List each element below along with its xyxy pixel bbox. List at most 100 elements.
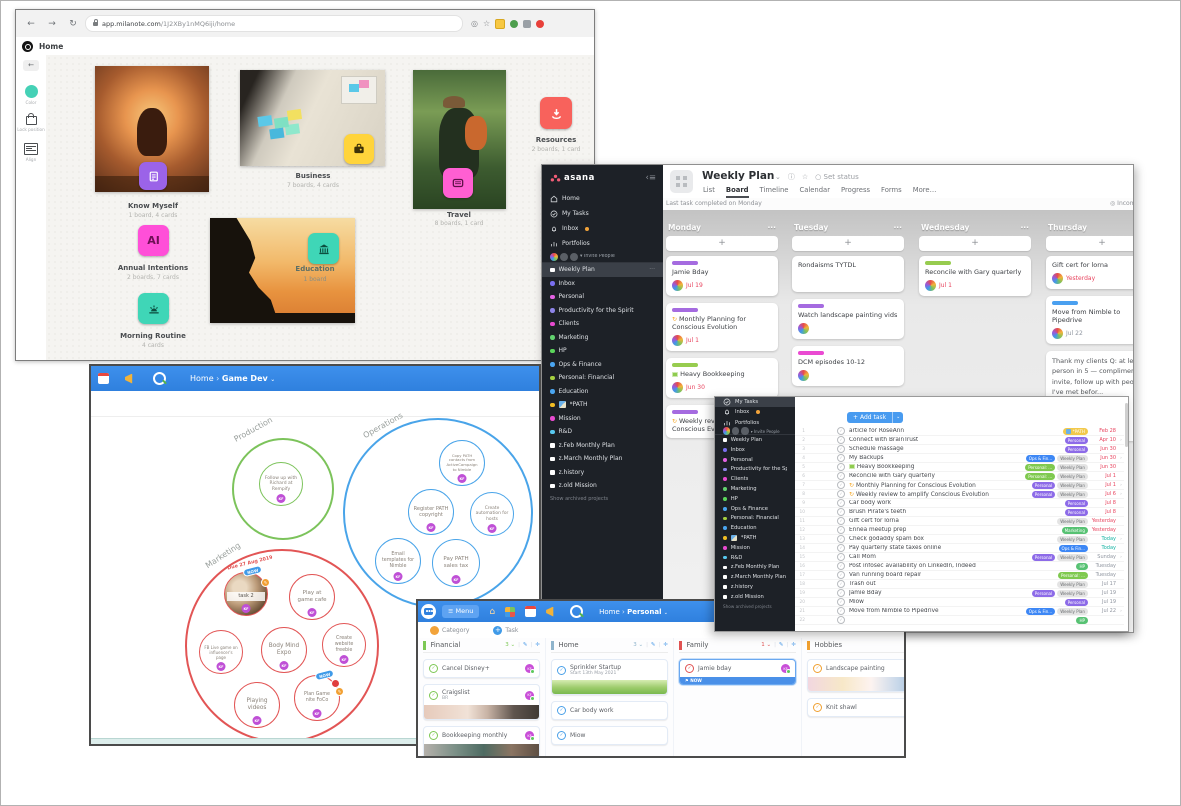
board-card[interactable]: DCM episodes 10-12 <box>792 346 904 386</box>
project-tag[interactable]: Weekly Plan <box>1057 589 1088 597</box>
sidebar-project-education[interactable]: Education <box>542 385 663 399</box>
sidebar-project-personal-financial[interactable]: Personal: Financial <box>542 371 663 385</box>
add-card-button[interactable]: + <box>666 236 778 251</box>
project-tag[interactable]: Personal <box>1064 499 1088 507</box>
project-tag[interactable]: Personal <box>1064 598 1088 606</box>
task-card[interactable]: ✓Landscape painting <box>807 659 904 692</box>
project-tag[interactable]: Personal <box>1031 481 1056 489</box>
task-card[interactable]: ✓Knit shawl <box>807 698 904 717</box>
project-tag[interactable]: Ops & Fin... <box>1025 607 1056 615</box>
task-check-icon[interactable]: ✓ <box>837 472 845 480</box>
column-more-icon[interactable]: ··· <box>1020 222 1029 232</box>
category-button[interactable]: Category <box>442 626 470 634</box>
sidebar-project-education[interactable]: Education <box>715 523 795 533</box>
photos-icon[interactable] <box>505 606 516 617</box>
project-tag[interactable]: Personal <box>1031 490 1056 498</box>
check-icon[interactable]: ✓ <box>557 731 566 740</box>
mindmap-canvas[interactable]: Production Follow up with Richard at Rem… <box>91 391 539 743</box>
home-icon[interactable]: ⌂ <box>489 606 496 617</box>
task-row[interactable]: 8✓↻ Weekly review to amplify Conscious E… <box>795 490 1124 499</box>
task-button[interactable]: Task <box>505 626 519 634</box>
resources-board[interactable] <box>540 97 572 129</box>
evernote-extension-icon[interactable] <box>510 19 519 28</box>
sidebar-project-personal-financial[interactable]: Personal: Financial <box>715 514 795 524</box>
check-icon[interactable]: ✓ <box>813 664 822 673</box>
task-check-icon[interactable]: ✓ <box>837 616 845 624</box>
project-tag[interactable]: Personal <box>1031 589 1056 597</box>
project-tag[interactable]: Marketing <box>1061 526 1088 534</box>
sidebar-nav-my-tasks[interactable]: My Tasks <box>542 206 663 221</box>
project-tag[interactable]: Personal <box>1064 445 1088 453</box>
task-check-icon[interactable]: ✓ <box>837 526 845 534</box>
sidebar-nav-inbox[interactable]: Inbox <box>542 221 663 236</box>
task-check-icon[interactable]: ✓ <box>837 517 845 525</box>
sidebar-project-inbox[interactable]: Inbox <box>715 445 795 455</box>
node-copy-path-contacts[interactable]: Copy PATH contacts from ActiveCampaign t… <box>439 440 485 486</box>
project-tag[interactable]: *PATH <box>1062 427 1088 435</box>
task-check-icon[interactable]: ✓ <box>837 463 845 471</box>
show-archived-projects[interactable]: Show archived projects <box>723 604 772 610</box>
task-card[interactable]: ✓Miow <box>551 726 668 745</box>
sidebar-project-mission[interactable]: Mission <box>542 412 663 426</box>
check-icon[interactable]: ✓ <box>685 664 694 673</box>
project-tag[interactable]: Weekly Plan <box>1057 472 1088 480</box>
edit-column-icon[interactable]: ✎ <box>522 642 528 648</box>
project-tag[interactable]: HP <box>1076 562 1088 570</box>
education-image[interactable]: Education 1 board <box>210 218 355 323</box>
sidebar-project-r-d[interactable]: R&D <box>542 425 663 439</box>
address-bar[interactable]: app.milanote.com/1J2XBy1nMQ6iji/home <box>85 15 463 32</box>
project-tag[interactable]: Personal <box>1031 553 1056 561</box>
board-card[interactable]: Watch landscape painting vids <box>792 299 904 339</box>
task-row[interactable]: 22✓HP <box>795 616 1124 625</box>
tab-timeline[interactable]: Timeline <box>759 186 789 194</box>
task-card[interactable]: ✓Cancel Disney+KF <box>423 659 540 678</box>
project-tag[interactable]: Ops & Fin... <box>1025 454 1056 462</box>
sidebar-project-clients[interactable]: Clients <box>542 317 663 331</box>
move-column-icon[interactable]: ✛ <box>791 642 796 648</box>
project-tag[interactable]: Personal: ... <box>1058 571 1088 579</box>
horizontal-scrollbar[interactable] <box>91 738 539 744</box>
business-board[interactable] <box>344 134 374 164</box>
sidebar-project-clients[interactable]: Clients <box>715 474 795 484</box>
add-card-button[interactable]: + <box>919 236 1031 251</box>
app-logo[interactable] <box>421 604 436 619</box>
task-check-icon[interactable]: ✓ <box>837 580 845 588</box>
tab-progress[interactable]: Progress <box>841 186 871 194</box>
sidebar-project-personal[interactable]: Personal <box>542 290 663 304</box>
sidebar-project-hp[interactable]: HP <box>542 344 663 358</box>
task-check-icon[interactable]: ✓ <box>837 499 845 507</box>
project-tag[interactable]: Weekly Plan <box>1057 553 1088 561</box>
sidebar-project-mission[interactable]: Mission <box>715 543 795 553</box>
sidebar-project-productivity-for-the-spirit[interactable]: Productivity for the Spirit <box>715 465 795 475</box>
canvas-back-button[interactable]: ← <box>23 60 39 71</box>
add-task-button[interactable]: + Add task ⌄ <box>847 412 904 423</box>
sidebar-project-marketing[interactable]: Marketing <box>542 331 663 345</box>
color-tool[interactable]: Color <box>16 85 46 105</box>
task-check-icon[interactable]: ✓ <box>837 544 845 552</box>
milanote-canvas[interactable]: Know Myself 1 board, 4 cards Business 7 … <box>46 55 594 360</box>
sidebar-project--path[interactable]: *PATH <box>715 533 795 543</box>
check-icon[interactable]: ✓ <box>557 665 566 675</box>
task-row[interactable]: 16✓Post infosec availability on LinkedIn… <box>795 562 1124 571</box>
lock-position-tool[interactable]: Lock position <box>16 113 46 132</box>
sidebar-project-z-march-monthly-plan[interactable]: z.March Monthly Plan <box>542 452 663 466</box>
know-myself-board[interactable] <box>139 162 167 190</box>
sidebar-project-hp[interactable]: HP <box>715 494 795 504</box>
edit-badge[interactable]: ✎ <box>335 687 344 696</box>
